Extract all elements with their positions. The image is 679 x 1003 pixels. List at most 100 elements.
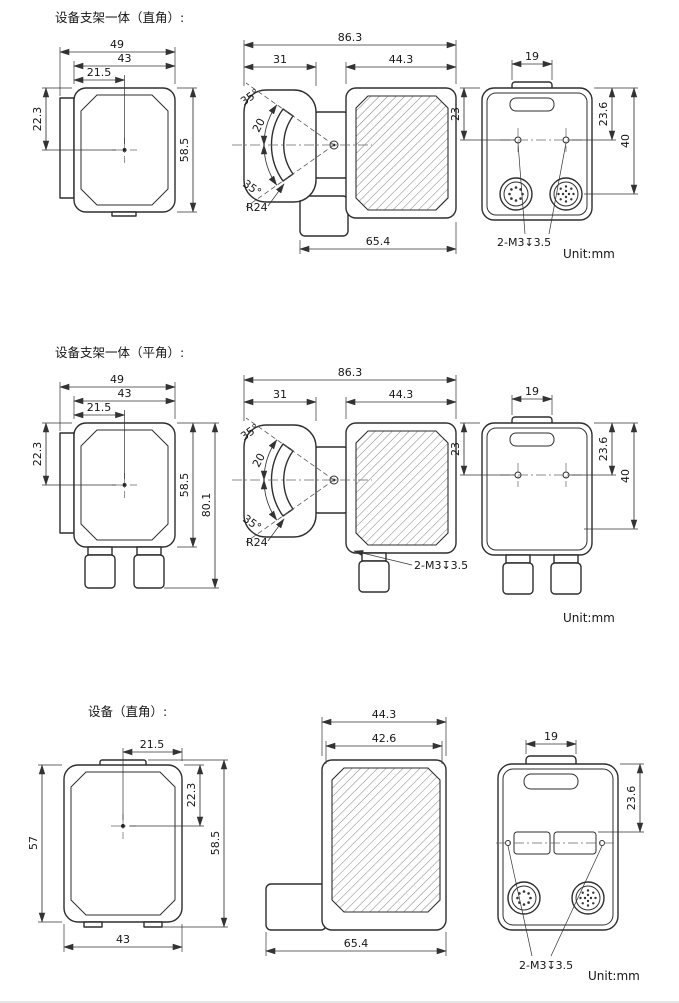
dim-slot-angle: 20 xyxy=(250,451,268,469)
dim-bottom-width: 65.4 xyxy=(344,937,369,950)
section-2-front-view: 49 43 21.5 22.3 58.5 80.1 xyxy=(31,373,219,589)
dim-front-half-width: 21.5 xyxy=(87,66,112,79)
dim-tab-width: 19 xyxy=(525,50,539,63)
dim-front-outer-width: 49 xyxy=(110,38,124,51)
top-slot xyxy=(509,97,555,112)
dim-connector-height: 40 xyxy=(619,469,632,483)
dim-tab-width: 19 xyxy=(525,385,539,398)
section-3-title: 设备（直角）: xyxy=(88,704,167,719)
connector-neck-left xyxy=(87,546,113,556)
thread-callout: 2-M3↧3.5 xyxy=(519,959,573,972)
dim-hole-height: 23.6 xyxy=(625,786,638,811)
dim-slot-angle: 20 xyxy=(250,116,268,134)
section-2-back-view: 19 23.6 40 23 Unit:mm xyxy=(449,385,638,625)
dim-front-half-width: 21.5 xyxy=(87,401,112,414)
mount-foot xyxy=(299,195,349,237)
connector-neck-left xyxy=(505,554,531,564)
front-window-octagon xyxy=(70,771,176,916)
connector-neck-right xyxy=(136,546,162,556)
dim-hole-height: 23.6 xyxy=(597,102,610,127)
section-3-front-view: 21.5 57 22.3 58.5 43 xyxy=(27,738,228,952)
unit-label: Unit:mm xyxy=(563,611,615,625)
dim-hole-height-left: 23 xyxy=(449,442,462,456)
lens-center-mark xyxy=(122,148,127,152)
lens-center-mark xyxy=(122,483,127,487)
connector-barrel-left xyxy=(84,554,116,589)
section-2-side-view: 35° 20 35° R24 86.3 31 44.3 2-M3↧3.5 xyxy=(232,366,468,593)
section-2: 设备支架一体（平角）: 49 43 21.5 22.3 xyxy=(31,345,638,625)
connector-barrel-left xyxy=(502,562,534,595)
section-2-back-dimensions: 19 23.6 40 23 Unit:mm xyxy=(449,385,638,625)
dim-top-width: 44.3 xyxy=(372,708,397,721)
front-window-octagon xyxy=(80,429,169,541)
dim-front-total-height: 80.1 xyxy=(200,493,213,518)
connector-barrel-right xyxy=(133,554,165,589)
connector-neck xyxy=(361,552,387,562)
dim-front-outer-width: 49 xyxy=(110,373,124,386)
dim-slot-radius: R24 xyxy=(246,536,268,549)
circular-connector-12pin xyxy=(549,177,583,211)
unit-label: Unit:mm xyxy=(588,969,640,983)
section-1-side-view: 35° 20 35° R24 86.3 31 44.3 65.4 xyxy=(232,31,457,254)
mount-foot xyxy=(265,883,327,931)
thread-callout: 2-M3↧3.5 xyxy=(414,559,468,572)
section-1-title: 设备支架一体（直角）: xyxy=(55,10,184,25)
section-1: 设备支架一体（直角）: 49 43 21.5 22.3 xyxy=(31,10,638,261)
dim-side-body-width: 44.3 xyxy=(389,388,414,401)
circular-connector-12pin xyxy=(571,881,605,915)
section-1-front-dimensions: 49 43 21.5 22.3 58.5 xyxy=(31,38,197,213)
section-1-back-dimensions: 19 23.6 40 23 2-M3↧3.5 Unit:mm xyxy=(449,50,638,261)
dim-bottom-width: 43 xyxy=(116,933,130,946)
top-slot xyxy=(523,773,579,790)
bracket-side-tab xyxy=(59,97,75,199)
section-3-back-dimensions: 19 23.6 2-M3↧3.5 Unit:mm xyxy=(507,730,644,983)
section-3-side-dimensions: 44.3 42.6 65.4 xyxy=(265,708,447,956)
dim-hole-height-left: 23 xyxy=(449,107,462,121)
dim-side-bottom-width: 65.4 xyxy=(366,235,391,248)
connector-neck-right xyxy=(553,554,579,564)
textured-window xyxy=(331,767,441,913)
dim-arm-width: 31 xyxy=(273,388,287,401)
dim-front-body-height: 58.5 xyxy=(178,473,191,498)
section-1-back-view: 19 23.6 40 23 2-M3↧3.5 Unit:mm xyxy=(449,50,638,261)
dim-tab-width: 19 xyxy=(544,730,558,743)
dim-side-total-width: 86.3 xyxy=(338,366,363,379)
dim-lens-height: 22.3 xyxy=(185,783,198,808)
lens-center-mark xyxy=(121,824,125,828)
dim-side-total-width: 86.3 xyxy=(338,31,363,44)
dim-total-height: 58.5 xyxy=(209,831,222,856)
connector-barrel xyxy=(358,560,390,593)
dim-side-body-width: 44.3 xyxy=(389,53,414,66)
section-3-back-view: 19 23.6 2-M3↧3.5 Unit:mm xyxy=(496,730,644,983)
dim-connector-height: 40 xyxy=(619,134,632,148)
angle-construction-lines xyxy=(245,82,335,208)
dim-left-height: 57 xyxy=(27,836,40,850)
dim-front-body-height: 58.5 xyxy=(178,138,191,163)
device-body-back xyxy=(481,422,593,556)
top-slot xyxy=(509,432,555,447)
foot-right xyxy=(143,921,163,928)
section-3-front-dimensions: 21.5 57 22.3 58.5 43 xyxy=(27,738,228,952)
section-2-side-dimensions: 35° 20 35° R24 86.3 31 44.3 2-M3↧3.5 xyxy=(238,366,468,572)
dim-front-top-height: 22.3 xyxy=(31,107,44,132)
unit-label: Unit:mm xyxy=(563,247,615,261)
dim-front-top-height: 22.3 xyxy=(31,442,44,467)
connector-barrel-right xyxy=(550,562,582,595)
textured-window xyxy=(355,430,449,546)
dim-arm-width: 31 xyxy=(273,53,287,66)
dim-half-width: 21.5 xyxy=(140,738,165,751)
bottom-notch xyxy=(111,211,137,217)
circular-connector-8pin xyxy=(507,881,541,915)
foot-left xyxy=(83,921,103,928)
section-2-front-dimensions: 49 43 21.5 22.3 58.5 80.1 xyxy=(31,373,219,589)
dim-hole-height: 23.6 xyxy=(597,437,610,462)
textured-window xyxy=(355,95,449,211)
section-1-front-view: 49 43 21.5 22.3 58.5 xyxy=(31,38,197,217)
dim-slot-radius: R24 xyxy=(246,201,268,214)
section-3: 设备（直角）: 21.5 57 22.3 58.5 xyxy=(27,704,644,983)
bracket-side-tab xyxy=(59,432,75,534)
dim-front-body-width: 43 xyxy=(118,387,132,400)
dim-front-body-width: 43 xyxy=(118,52,132,65)
